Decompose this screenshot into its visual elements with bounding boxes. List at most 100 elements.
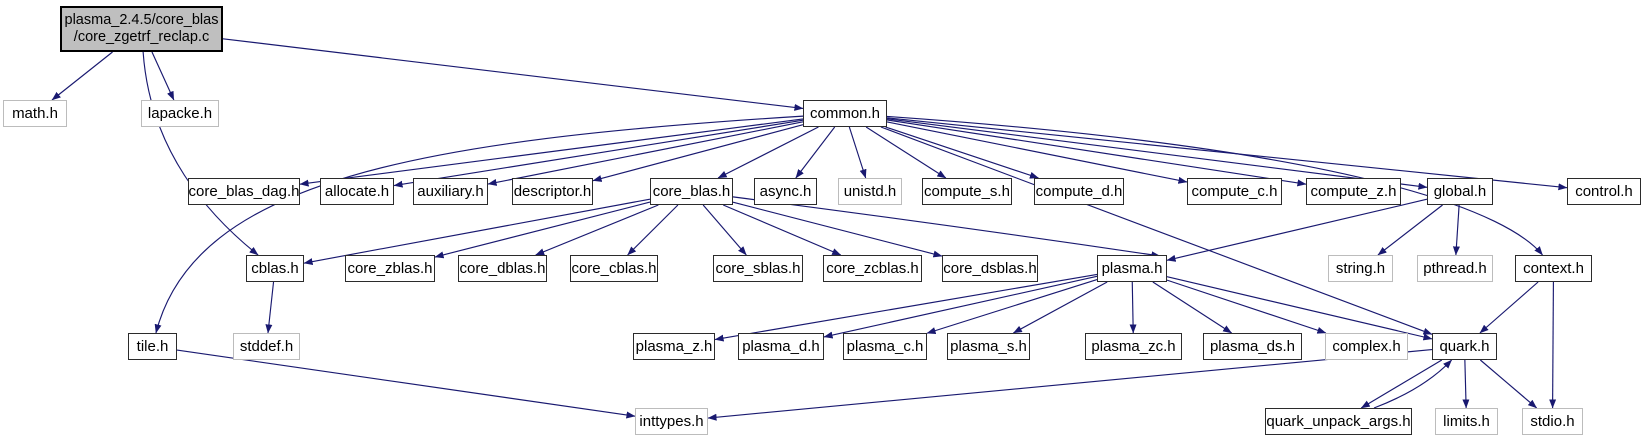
node-label: limits.h: [1443, 412, 1490, 430]
node-label: plasma_ds.h: [1209, 337, 1296, 355]
edge-plasma_h-to-plasma_zc_h: [1129, 281, 1137, 334]
node-label: global.h: [1433, 182, 1487, 200]
node-label: common.h: [809, 104, 881, 122]
node-core-dsblas-h[interactable]: core_dsblas.h: [942, 255, 1038, 282]
node-plasma-z-h[interactable]: plasma_z.h: [633, 333, 715, 360]
node-string-h: string.h: [1328, 255, 1393, 282]
node-plasma-c-h[interactable]: plasma_c.h: [843, 333, 927, 360]
edge-cblas_h-to-stddef_h: [265, 281, 275, 334]
node-label: plasma_2.4.5/core_blas: [64, 11, 219, 28]
node-tile-h[interactable]: tile.h: [128, 333, 177, 360]
node-control-h[interactable]: control.h: [1567, 178, 1641, 205]
node-label: quark.h: [1439, 337, 1490, 355]
node-quark-h[interactable]: quark.h: [1432, 333, 1497, 360]
node-label: core_zcblas.h: [826, 259, 919, 277]
node-descriptor-h[interactable]: descriptor.h: [512, 178, 593, 205]
edge-common_h-to-compute_d_h: [885, 126, 1039, 179]
edge-common_h-to-unistd_h: [848, 126, 867, 179]
node-plasma-d-h[interactable]: plasma_d.h: [738, 333, 824, 360]
node-label: context.h: [1523, 259, 1584, 277]
edge-plasma_h-to-plasma_d_h: [823, 275, 1098, 339]
node-label: quark_unpack_args.h: [1266, 412, 1411, 430]
node-inttypes-h: inttypes.h: [635, 408, 708, 435]
edge-quark_h-to-stdio_h: [1479, 359, 1538, 409]
node-compute-z-h[interactable]: compute_z.h: [1306, 178, 1401, 205]
edge-quark_h-to-inttypes_h: [707, 349, 1433, 421]
node-core-zcblas-h[interactable]: core_zcblas.h: [823, 255, 922, 282]
edge-common_h-to-compute_c_h: [886, 121, 1188, 184]
edge-common_h-to-auxiliary_h: [487, 121, 804, 186]
node-compute-c-h[interactable]: compute_c.h: [1187, 178, 1282, 205]
node-compute-d-h[interactable]: compute_d.h: [1034, 178, 1124, 205]
edge-plasma_h-to-complex_h: [1166, 279, 1327, 334]
edge-core_blas_h-to-core_dblas_h: [535, 204, 659, 256]
node-label: core_blas.h: [652, 182, 731, 200]
edge-global_h-to-plasma_h: [1166, 198, 1428, 262]
edge-common_h-to-core_blas_h: [717, 126, 819, 179]
node-limits-h: limits.h: [1435, 408, 1498, 435]
node-auxiliary-h[interactable]: auxiliary.h: [413, 178, 488, 205]
node-label: plasma_d.h: [742, 337, 820, 355]
node-label: descriptor.h: [513, 182, 592, 200]
node-common-h[interactable]: common.h: [803, 100, 887, 127]
node-async-h[interactable]: async.h: [754, 178, 817, 205]
edge-plasma_h-to-plasma_c_h: [926, 279, 1098, 334]
edge-plasma_h-to-plasma_ds_h: [1152, 281, 1232, 334]
edge-quark_h-to-limits_h: [1462, 359, 1470, 409]
node-stdio-h: stdio.h: [1522, 408, 1583, 435]
edge-core_blas_h-to-plasma_h: [732, 196, 1161, 259]
node-label: math.h: [12, 104, 58, 122]
edge-root-to-common_h: [222, 38, 804, 111]
node-context-h[interactable]: context.h: [1515, 255, 1592, 282]
edge-plasma_h-to-plasma_s_h: [1012, 281, 1108, 334]
node-compute-s-h[interactable]: compute_s.h: [922, 178, 1012, 205]
node-label: plasma_z.h: [635, 337, 713, 355]
edge-global_h-to-pthread_h: [1452, 204, 1460, 256]
edge-common_h-to-quark_h: [880, 126, 1433, 335]
edge-common_h-to-descriptor_h: [592, 124, 804, 182]
edge-core_blas_h-to-core_zblas_h: [434, 201, 651, 259]
node-label: plasma.h: [1101, 259, 1163, 277]
node-label: core_blas_dag.h: [188, 182, 300, 200]
node-label: compute_c.h: [1191, 182, 1278, 200]
node-pthread-h: pthread.h: [1417, 255, 1493, 282]
edge-quark_h-to-quark_unpack_args_h: [1360, 359, 1443, 409]
node-label: core_sblas.h: [715, 259, 801, 277]
edge-context_h-to-stdio_h: [1549, 281, 1557, 409]
node-plasma-ds-h[interactable]: plasma_ds.h: [1203, 333, 1302, 360]
edge-common_h-to-tile_h: [154, 115, 804, 334]
node-core-dblas-h[interactable]: core_dblas.h: [458, 255, 547, 282]
node-plasma-h[interactable]: plasma.h: [1097, 255, 1167, 282]
node-label: plasma_c.h: [846, 337, 924, 355]
node-unistd-h: unistd.h: [838, 178, 902, 205]
node-label: tile.h: [136, 337, 169, 355]
edge-core_blas_h-to-cblas_h: [303, 198, 651, 266]
node-stddef-h: stddef.h: [233, 333, 300, 360]
edge-tile_h-to-inttypes_h: [176, 349, 636, 419]
node-core-blas-h[interactable]: core_blas.h: [650, 178, 733, 205]
node-label: plasma_zc.h: [1091, 337, 1176, 355]
edge-global_h-to-string_h: [1377, 204, 1443, 256]
edge-common_h-to-compute_s_h: [865, 126, 947, 179]
node-core-sblas-h[interactable]: core_sblas.h: [713, 255, 803, 282]
edge-root-to-math_h: [51, 51, 113, 101]
node-plasma-zc-h[interactable]: plasma_zc.h: [1085, 333, 1182, 360]
node-label: core_dblas.h: [459, 259, 546, 277]
node-global-h[interactable]: global.h: [1427, 178, 1493, 205]
node-quark-unpack-args-h[interactable]: quark_unpack_args.h: [1265, 408, 1412, 435]
node-allocate-h[interactable]: allocate.h: [320, 178, 394, 205]
node-label: plasma_s.h: [950, 337, 1027, 355]
edge-common_h-to-compute_z_h: [886, 119, 1307, 187]
node-label: compute_z.h: [1310, 182, 1397, 200]
node-complex-h: complex.h: [1325, 333, 1408, 360]
node-cblas-h[interactable]: cblas.h: [246, 255, 304, 282]
node-core-zblas-h[interactable]: core_zblas.h: [345, 255, 435, 282]
edge-core_blas_h-to-core_cblas_h: [627, 204, 679, 256]
node-core-cblas-h[interactable]: core_cblas.h: [570, 255, 658, 282]
node-plasma-s-h[interactable]: plasma_s.h: [947, 333, 1030, 360]
node-core-blas-dag-h[interactable]: core_blas_dag.h: [188, 178, 300, 205]
node-lapacke-h: lapacke.h: [141, 100, 219, 127]
edge-root-to-lapacke_h: [151, 51, 175, 101]
node-plasma-2-4-5-core-blas-core-zgetrf-reclap-c: plasma_2.4.5/core_blas/core_zgetrf_recla…: [60, 6, 223, 52]
